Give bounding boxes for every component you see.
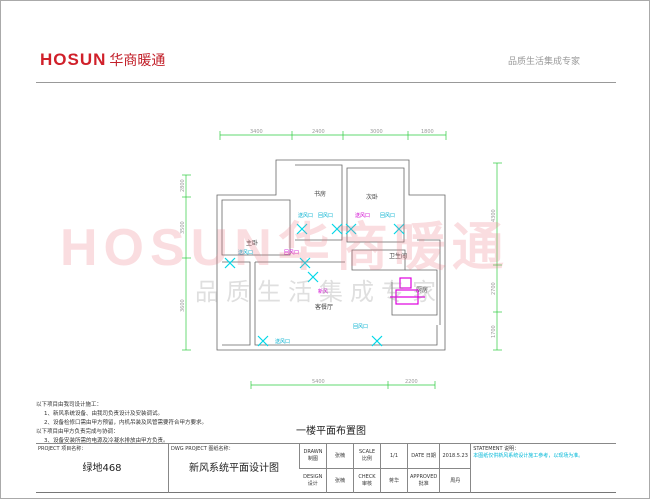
note-line: 1、新风系统设备、由我司负责设计及安装调试。: [44, 411, 164, 417]
date-label: DATE 日期: [406, 443, 440, 468]
dim-left-1: 2800: [180, 179, 186, 192]
room-second-bedroom: 次卧: [366, 193, 378, 201]
approved-label: APPROVED 批准: [406, 467, 440, 493]
dim-top-3: 3000: [370, 129, 383, 135]
note-line: 3、设备安装所需的电源及冷凝水排放由甲方负责。: [44, 438, 169, 444]
note-line: 以下项目由我司设计施工：: [36, 402, 103, 408]
remark-label: STATEMENT 说明：: [473, 446, 520, 452]
fresh-air-label: 新风: [318, 288, 328, 295]
design-value: 张楠: [326, 467, 354, 493]
note-line: 2、设备检修口需由甲方预留，内机吊装及风管需要符合甲方要求。: [44, 420, 208, 426]
vent-label: 回风口: [318, 213, 333, 219]
vent-label: 送风口: [298, 212, 313, 219]
scale-label: SCALE 比例: [353, 443, 381, 468]
title-block: PROJECT 项目名称： 绿地468 DWG PROJECT 图纸名称： 新风系统…: [36, 443, 616, 493]
drawn-label: DRAWN 制图: [299, 443, 327, 468]
fresh-air-unit-icon: [390, 277, 425, 305]
check-value: 蒋华: [380, 467, 408, 493]
vent-diffusers: [224, 223, 405, 347]
plan-title: 一楼平面布置图: [296, 426, 366, 437]
watermark-slogan: 品质生活集成专家: [195, 278, 443, 306]
date-value: 2018.5.23: [439, 443, 471, 468]
vent-label: 送风口: [238, 249, 253, 256]
dim-left-3: 3600: [180, 299, 186, 312]
dim-bottom-2: 2200: [405, 379, 418, 385]
remark-text: 本图纸仅供新风系统设计施工参考，以现场为准。: [473, 453, 584, 459]
room-study: 书房: [314, 190, 326, 198]
project-name: 绿地468: [82, 463, 122, 474]
check-label: CHECK 审核: [353, 467, 381, 493]
design-label: DESIGN 设计: [299, 467, 327, 493]
dimension-lines: [182, 131, 502, 389]
dim-right-2: 2700: [491, 282, 497, 295]
room-master-bedroom: 主卧: [246, 239, 258, 247]
vent-label: 回风口: [380, 213, 395, 219]
room-living-dining: 客餐厅: [315, 303, 333, 311]
room-kitchen: 厨房: [416, 286, 428, 294]
drawn-value: 张楠: [326, 443, 354, 468]
dim-right-1: 4300: [491, 209, 497, 222]
dim-right-3: 1700: [491, 325, 497, 338]
header-divider: [36, 82, 616, 83]
dim-left-2: 3500: [180, 221, 186, 234]
approved-value: 周丹: [439, 467, 471, 493]
room-bathroom: 卫生间: [389, 252, 407, 260]
design-notes: 以下项目由我司设计施工： 1、新风系统设备、由我司负责设计及安装调试。 2、设备…: [36, 401, 207, 446]
vent-label: 送风口: [355, 212, 370, 219]
drawing-label: DWG PROJECT 图纸名称：: [171, 446, 234, 452]
header-slogan: 品质生活集成专家: [508, 57, 581, 67]
dim-top-1: 3400: [250, 129, 263, 135]
vent-label: 回风口: [284, 250, 299, 256]
vent-label: 回风口: [353, 324, 368, 330]
drawing-name: 新风系统平面设计图: [189, 463, 279, 474]
dim-bottom-1: 5400: [312, 379, 325, 385]
project-label: PROJECT 项目名称：: [38, 446, 87, 452]
dim-top-4: 1800: [421, 129, 434, 135]
walls: [216, 159, 446, 351]
dim-top-2: 2400: [312, 129, 325, 135]
vent-label: 送风口: [275, 338, 290, 345]
note-line: 以下项目由甲方负责完成与协调：: [36, 429, 119, 435]
scale-value: 1/1: [380, 443, 408, 468]
watermark-brand: HOSUN华商暖通: [60, 219, 510, 277]
